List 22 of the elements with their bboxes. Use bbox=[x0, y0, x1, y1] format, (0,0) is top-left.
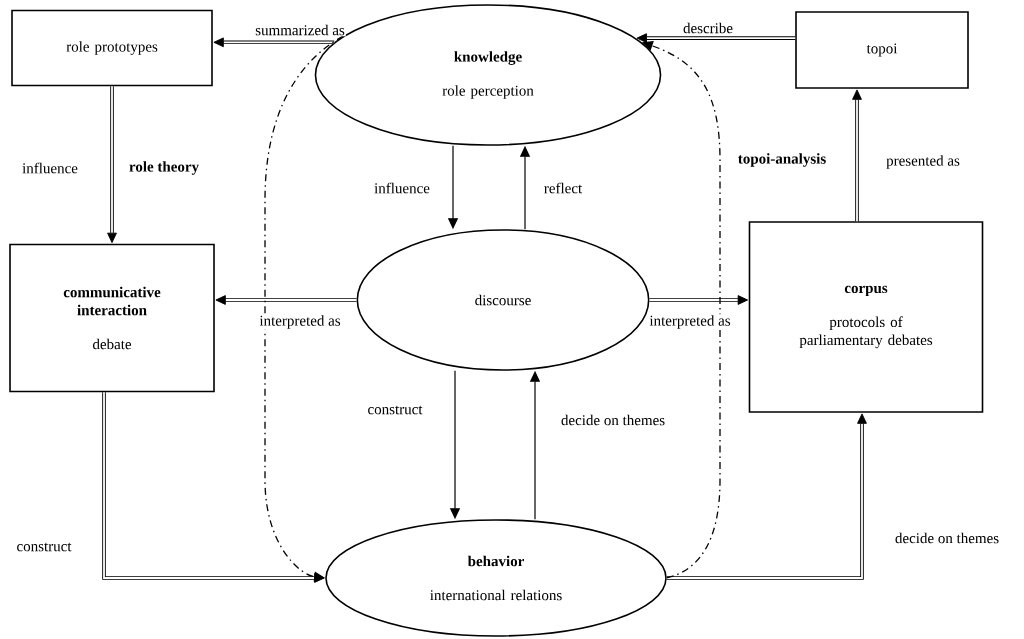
process-box: topoi bbox=[795, 11, 969, 89]
process-box: corpus protocols of parliamentary debates bbox=[748, 221, 984, 413]
edge-label: interpreted as bbox=[258, 314, 342, 330]
arrow bbox=[264, 35, 344, 582]
process-box: communicative interaction debate bbox=[9, 243, 215, 393]
process-box: role prototypes bbox=[11, 9, 213, 87]
method-label: topoi-analysis bbox=[736, 152, 828, 168]
arrow bbox=[107, 85, 117, 244]
edge-label: construct bbox=[366, 404, 424, 416]
method-label: role theory bbox=[127, 160, 201, 176]
edge-label: presented as bbox=[885, 154, 961, 170]
arrow bbox=[852, 89, 862, 223]
arrow bbox=[215, 295, 358, 305]
ellipse-node: discourse bbox=[356, 229, 650, 371]
arrow bbox=[636, 33, 797, 43]
edge-label: construct bbox=[15, 541, 73, 553]
arrow bbox=[102, 391, 325, 583]
arrow bbox=[648, 295, 749, 305]
edge-label: interpreted as bbox=[648, 314, 732, 330]
arrow bbox=[665, 413, 867, 580]
arrow bbox=[213, 37, 336, 48]
ellipse-node: behavior international relations bbox=[325, 519, 667, 637]
